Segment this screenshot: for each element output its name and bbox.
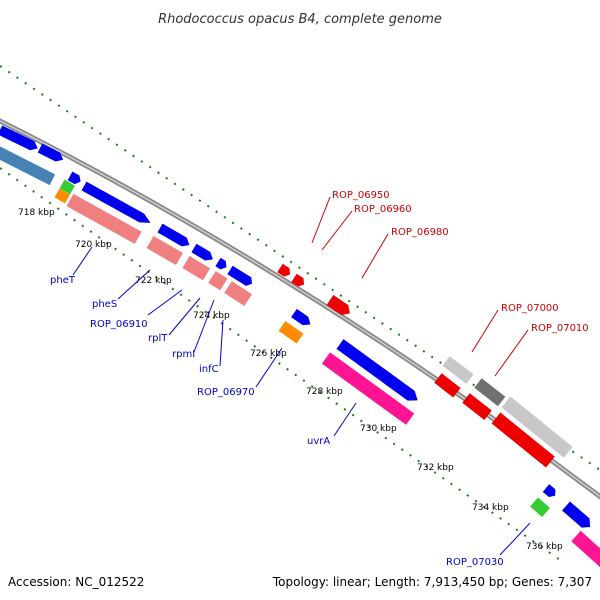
- tick-label: 734 kbp: [472, 503, 509, 513]
- gene-bar-magenta-2[interactable]: [571, 530, 600, 568]
- gene-bar-green[interactable]: [530, 497, 551, 518]
- tick-label: 728 kbp: [306, 387, 343, 397]
- map-title: Rhodococcus opacus B4, complete genome: [158, 12, 442, 27]
- gene-bar-red-3[interactable]: [491, 412, 555, 468]
- label-leaders: [72, 196, 531, 556]
- tick-label: 726 kbp: [250, 349, 287, 359]
- gene-arrow-blue-1[interactable]: [0, 125, 40, 153]
- gene-features: [0, 125, 600, 568]
- gene-label[interactable]: ROP_07030: [446, 557, 504, 568]
- gene-label[interactable]: pheS: [92, 299, 117, 310]
- tick-label: 730 kbp: [360, 424, 397, 434]
- gene-bar-red-1[interactable]: [434, 373, 461, 398]
- gene-arrow-red-1[interactable]: [277, 263, 293, 279]
- gene-arrow-red-2[interactable]: [291, 273, 307, 289]
- gene-label[interactable]: ROP_07010: [531, 323, 589, 334]
- gene-label[interactable]: ROP_06910: [90, 319, 148, 330]
- tick-label: 720 kbp: [75, 240, 112, 250]
- gene-bar-orange[interactable]: [278, 321, 304, 344]
- gene-bar-lightgray-2[interactable]: [501, 396, 573, 458]
- gene-arrow-blue-8[interactable]: [227, 265, 254, 288]
- gene-arrow-blue-11[interactable]: [542, 484, 559, 499]
- tick-label: 732 kbp: [417, 463, 454, 473]
- gene-arrow-blue-4[interactable]: [81, 181, 153, 228]
- gene-bar-darkgray[interactable]: [474, 378, 506, 407]
- gene-bar-lightgray-1[interactable]: [442, 356, 474, 384]
- gene-bar-magenta[interactable]: [321, 352, 415, 425]
- gene-label[interactable]: rpmI: [172, 349, 195, 360]
- gene-label[interactable]: infC: [199, 364, 219, 375]
- tick-label: 722 kbp: [135, 276, 172, 286]
- tick-label: 718 kbp: [18, 208, 55, 218]
- gene-arrow-blue-2[interactable]: [37, 143, 66, 165]
- gene-bar-steelblue[interactable]: [0, 142, 56, 186]
- tick-guides: [0, 65, 600, 561]
- gene-bar-salmon-4[interactable]: [208, 271, 228, 291]
- tick-label: 724 kbp: [193, 311, 230, 321]
- gene-label[interactable]: ROP_06950: [332, 190, 390, 201]
- gene-label[interactable]: rplT: [148, 333, 168, 344]
- gene-bar-red-2[interactable]: [462, 393, 492, 420]
- gene-arrow-red-3[interactable]: [326, 295, 354, 318]
- gene-label[interactable]: ROP_07000: [501, 303, 559, 314]
- gene-arrow-blue-9[interactable]: [291, 308, 313, 329]
- gene-arrow-blue-6[interactable]: [191, 243, 215, 264]
- gene-label[interactable]: ROP_06980: [391, 227, 449, 238]
- tick-guide-inner: [0, 167, 561, 561]
- genome-summary-text: Topology: linear; Length: 7,913,450 bp; …: [272, 575, 592, 589]
- gene-arrow-blue-7[interactable]: [215, 257, 229, 272]
- gene-bar-orange-small[interactable]: [54, 188, 70, 204]
- tick-label: 736 kbp: [526, 542, 563, 552]
- gene-bar-salmon-5[interactable]: [224, 281, 252, 306]
- accession-text: Accession: NC_012522: [8, 575, 144, 589]
- gene-labels: pheT pheS ROP_06910 rplT rpmI infC ROP_0…: [50, 190, 589, 568]
- gene-bar-salmon-2[interactable]: [146, 235, 183, 266]
- scale-ticks: 718 kbp 720 kbp 722 kbp 724 kbp 726 kbp …: [18, 208, 563, 552]
- gene-arrow-blue-10[interactable]: [336, 339, 421, 405]
- gene-bar-green-small[interactable]: [59, 179, 75, 195]
- gene-arrow-blue-3[interactable]: [67, 171, 83, 186]
- gene-bar-salmon-1[interactable]: [66, 193, 142, 244]
- gene-label[interactable]: ROP_06960: [354, 204, 412, 215]
- gene-label[interactable]: uvrA: [307, 436, 330, 447]
- tick-guide-outer: [0, 65, 600, 471]
- gene-arrow-blue-12[interactable]: [562, 501, 594, 531]
- gene-bar-salmon-3[interactable]: [182, 255, 211, 281]
- gene-label[interactable]: ROP_06970: [197, 387, 255, 398]
- gene-arrow-blue-5[interactable]: [157, 223, 192, 250]
- gene-label[interactable]: pheT: [50, 275, 76, 286]
